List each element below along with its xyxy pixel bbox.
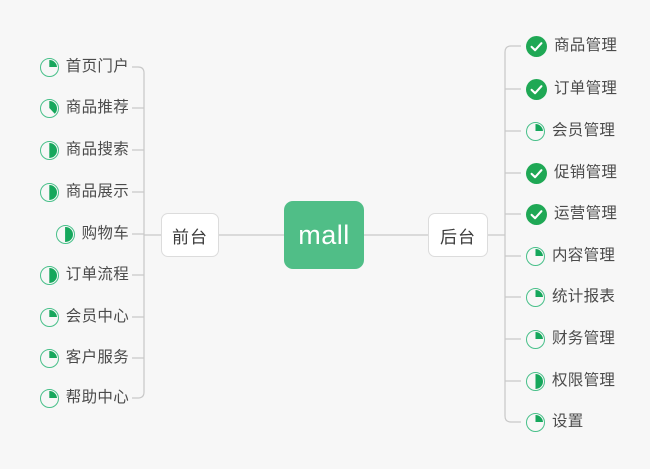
- pie-progress-icon: [39, 388, 59, 408]
- pie-progress-icon: [526, 246, 545, 266]
- pie-progress-wedge: [535, 331, 543, 339]
- branch-item-right[interactable]: 订单管理: [526, 77, 617, 101]
- pie-progress-wedge: [535, 373, 543, 389]
- branch-item-left-label: 客户服务: [65, 349, 129, 366]
- branch-node-backend[interactable]: 后台: [428, 213, 488, 257]
- pie-progress-wedge: [49, 142, 57, 158]
- check-circle-icon: [526, 35, 547, 57]
- branch-item-right[interactable]: 内容管理: [526, 244, 615, 268]
- branch-item-right-label: 权限管理: [552, 372, 616, 389]
- branch-item-right-label: 会员管理: [552, 122, 616, 139]
- branch-item-right[interactable]: 财务管理: [526, 327, 615, 351]
- branch-node-backend-label: 后台: [440, 227, 476, 247]
- branch-item-right-label: 商品管理: [554, 37, 618, 54]
- pie-progress-icon: [526, 371, 545, 391]
- branch-item-left-label: 会员中心: [65, 308, 129, 325]
- branch-item-left[interactable]: 商品搜索: [39, 138, 129, 162]
- branch-item-right[interactable]: 会员管理: [526, 119, 615, 143]
- branch-item-right-label: 内容管理: [552, 247, 616, 264]
- pie-progress-wedge: [49, 100, 57, 116]
- branch-item-right[interactable]: 商品管理: [526, 34, 617, 58]
- branch-item-left-label: 商品搜索: [65, 141, 129, 158]
- branch-item-left-label: 首页门户: [65, 58, 129, 75]
- branch-item-right-label: 运营管理: [554, 205, 618, 222]
- pie-progress-icon: [55, 224, 75, 244]
- pie-progress-icon: [39, 140, 59, 160]
- root-node-label: mall: [298, 219, 350, 250]
- branch-item-left-label: 购物车: [81, 225, 129, 242]
- branch-item-left-label: 帮助中心: [65, 389, 129, 406]
- pie-progress-icon: [526, 329, 545, 349]
- branch-item-right[interactable]: 统计报表: [526, 285, 615, 309]
- pie-progress-wedge: [49, 267, 57, 283]
- pie-progress-icon: [39, 57, 59, 77]
- pie-progress-icon: [39, 307, 59, 327]
- pie-progress-wedge: [535, 414, 543, 422]
- pie-progress-wedge: [49, 184, 57, 200]
- branch-item-right[interactable]: 促销管理: [526, 161, 617, 185]
- pie-progress-wedge: [49, 309, 57, 317]
- branch-item-left[interactable]: 帮助中心: [39, 386, 129, 410]
- pie-progress-wedge: [535, 123, 543, 131]
- branch-item-right-label: 促销管理: [554, 164, 618, 181]
- pie-progress-icon: [39, 182, 59, 202]
- branch-item-left[interactable]: 商品推荐: [39, 96, 129, 120]
- check-circle-icon: [526, 78, 547, 100]
- pie-progress-icon: [526, 412, 545, 432]
- branch-item-left-label: 商品展示: [65, 183, 129, 200]
- root-node-mall[interactable]: mall: [284, 201, 364, 269]
- branch-item-right-label: 设置: [552, 413, 584, 430]
- branch-item-left-label: 订单流程: [65, 266, 129, 283]
- branch-item-right-label: 统计报表: [552, 288, 616, 305]
- connector-path: [132, 66, 145, 399]
- branch-item-left[interactable]: 会员中心: [39, 305, 129, 329]
- pie-progress-wedge: [49, 350, 57, 358]
- branch-item-right[interactable]: 设置: [526, 410, 584, 434]
- branch-node-frontend[interactable]: 前台: [161, 213, 219, 257]
- branch-item-left[interactable]: 订单流程: [39, 263, 129, 287]
- branch-node-frontend-label: 前台: [172, 227, 208, 247]
- pie-progress-wedge: [535, 248, 543, 256]
- branch-item-right-label: 财务管理: [552, 330, 616, 347]
- pie-progress-icon: [526, 287, 545, 307]
- check-circle-icon: [526, 203, 547, 225]
- pie-progress-wedge: [65, 226, 73, 242]
- branch-item-left[interactable]: 商品展示: [39, 180, 129, 204]
- check-circle-icon: [526, 162, 547, 184]
- pie-progress-wedge: [535, 289, 543, 297]
- pie-progress-wedge: [49, 59, 57, 67]
- branch-item-left[interactable]: 客户服务: [39, 346, 129, 370]
- branch-item-left[interactable]: 首页门户: [39, 55, 129, 79]
- pie-progress-icon: [39, 348, 59, 368]
- pie-progress-icon: [526, 121, 545, 141]
- pie-progress-icon: [39, 265, 59, 285]
- connector-path: [504, 45, 521, 423]
- branch-item-right[interactable]: 权限管理: [526, 369, 615, 393]
- branch-item-left-label: 商品推荐: [65, 99, 129, 116]
- pie-progress-wedge: [49, 390, 57, 398]
- branch-item-right[interactable]: 运营管理: [526, 202, 617, 226]
- branch-item-right-label: 订单管理: [554, 80, 618, 97]
- branch-item-left[interactable]: 购物车: [55, 222, 129, 246]
- pie-progress-icon: [39, 98, 59, 118]
